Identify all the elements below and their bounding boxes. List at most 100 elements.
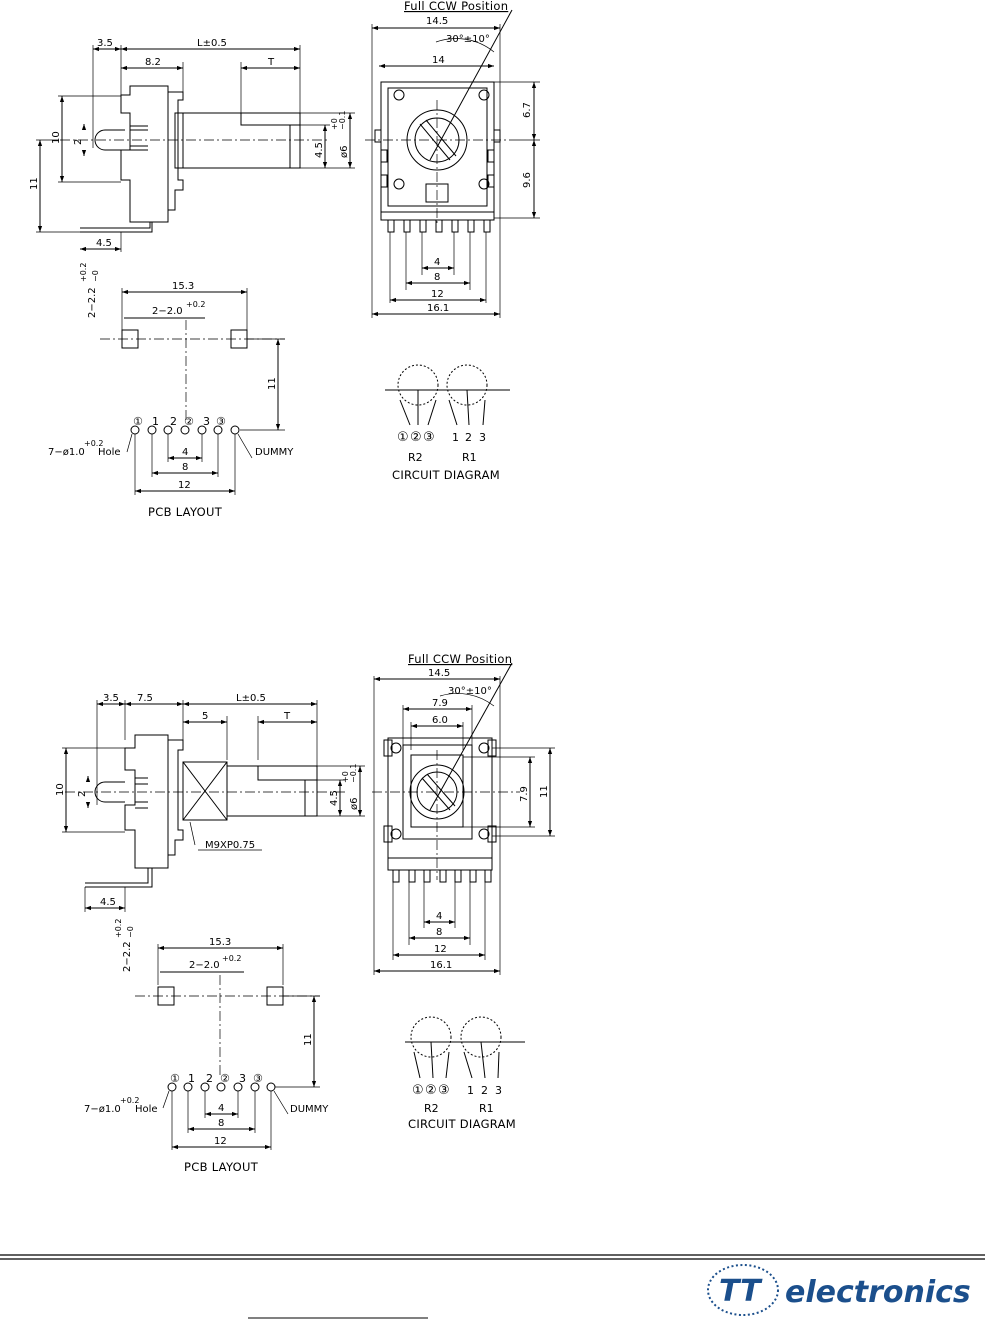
dim-7-5: 7.5 (137, 693, 153, 704)
r2-pin-1: ① (397, 430, 409, 445)
r1-label-2: R1 (479, 1102, 494, 1115)
circuit-diagram-2: ① ② ③ 1 2 3 R2 R1 CIRCUIT DIAGRAM (405, 1016, 525, 1131)
dim-4-5-shaft-2: 4.5 (329, 790, 340, 806)
tol-phi6-minus: −0.1 (338, 111, 347, 130)
r2-pin-2: ② (410, 430, 422, 445)
tt-electronics-logo: TT electronics (707, 1264, 971, 1316)
tol-phi6-plus: +0 (330, 118, 339, 130)
dim-L-2: L±0.5 (236, 693, 266, 704)
dim-5: 5 (202, 711, 208, 722)
drawing-1: 3.5 L±0.5 8.2 T (29, 0, 540, 519)
r2-pin-3-2: ③ (438, 1083, 450, 1098)
dim-4-5-bottom: 4.5 (96, 238, 112, 249)
pcb-hole-label: 7−ø1.0 (48, 447, 85, 458)
pcb-dim-4: 4 (182, 447, 188, 458)
logo-tt: TT (719, 1274, 763, 1309)
dim-3-5-2: 3.5 (103, 693, 119, 704)
dim-16-1: 16.1 (427, 303, 449, 314)
dim-10: 10 (51, 131, 62, 144)
pcb-dim-4-2: 4 (218, 1103, 224, 1114)
dim-4-front-2: 4 (436, 911, 442, 922)
angle-1: 30°±10° (446, 34, 490, 45)
pcb-title-1: PCB LAYOUT (148, 505, 223, 519)
pcb-slot-spacing-tol-plus-2: +0.2 (222, 954, 241, 963)
dim-11: 11 (29, 177, 40, 190)
pcb-slot-tol-minus-2: −0 (126, 926, 135, 938)
pcb-pin-r2-1: ① (133, 415, 143, 428)
r1-pin-1-2: 1 (467, 1084, 474, 1097)
circuit-diagram-1: ① ② ③ 1 2 3 R2 R1 CIRCUIT DIAGRAM (385, 364, 510, 482)
pcb-pin-r1-2-2: 2 (206, 1072, 213, 1085)
drawing-2: 3.5 7.5 L±0.5 5 T (55, 652, 555, 1174)
pcb-pin-r2-3: ③ (216, 415, 226, 428)
r2-label: R2 (408, 451, 423, 464)
dim-8-2: 8.2 (145, 57, 161, 68)
dim-2: 2 (73, 139, 84, 145)
dim-14-5-2: 14.5 (428, 668, 450, 679)
dim-4-front: 4 (434, 257, 440, 268)
pcb-pin-r1-3-2: 3 (239, 1072, 246, 1085)
pcb-slot-hole-2: 2−2.2 (122, 941, 133, 972)
pcb-title-2: PCB LAYOUT (184, 1160, 259, 1174)
dim-14: 14 (432, 55, 445, 66)
pcb-pin-r1-2: 2 (170, 415, 177, 428)
dim-3-5: 3.5 (97, 38, 113, 49)
logo-word: electronics (785, 1275, 971, 1310)
pcb-dim-8-2: 8 (218, 1118, 224, 1129)
r2-label-2: R2 (424, 1102, 439, 1115)
pcb-slot-tol-plus-2: +0.2 (114, 919, 123, 938)
pcb-hole-suffix-2: Hole (135, 1104, 158, 1115)
front-view-2: Full CCW Position 14.5 30°±10° 7.9 6.0 (372, 652, 555, 975)
pcb-dummy-2: DUMMY (290, 1104, 329, 1115)
dim-T-2: T (283, 711, 291, 722)
pcb-hole-tol-plus-2: +0.2 (120, 1096, 139, 1105)
pcb-pin-r2-3-2: ③ (253, 1072, 263, 1085)
angle-2: 30°±10° (448, 686, 492, 697)
pcb-pin-r1-3: 3 (203, 415, 210, 428)
pcb-pin-r2-2: ② (184, 415, 194, 428)
front-pins-1 (387, 219, 491, 233)
dim-T: T (267, 57, 275, 68)
pcb-layout-1: 2−2.2 +0.2 −0 15.3 2−2.0 +0.2 11 (48, 263, 294, 519)
r1-pin-3: 3 (479, 431, 486, 444)
dim-2-2: 2 (77, 791, 88, 797)
dim-phi6: ø6 (339, 146, 350, 158)
dim-14-5: 14.5 (426, 16, 448, 27)
pcb-dim-12: 12 (178, 480, 191, 491)
pcb-dim-15-3-2: 15.3 (209, 937, 231, 948)
front-view-1: Full CCW Position 14.5 30°±10° 14 (365, 0, 540, 318)
pcb-layout-2: 2−2.2 +0.2 −0 15.3 2−2.0 +0.2 11 (84, 919, 329, 1174)
thread-label: M9XP0.75 (205, 840, 255, 851)
dim-phi6-2: ø6 (349, 798, 360, 810)
circuit-title-1: CIRCUIT DIAGRAM (392, 468, 500, 482)
pcb-dummy: DUMMY (255, 447, 294, 458)
dim-L: L±0.5 (197, 38, 227, 49)
r2-pin-2-2: ② (425, 1083, 437, 1098)
tol-phi6-minus-2: −0.1 (349, 764, 358, 783)
pcb-pin-r2-1-2: ① (170, 1072, 180, 1085)
r1-pin-1: 1 (452, 431, 459, 444)
pcb-slot-spacing: 2−2.0 (152, 306, 183, 317)
pcb-pin-r1-1-2: 1 (188, 1072, 195, 1085)
pcb-pin-r1-1: 1 (152, 415, 159, 428)
side-view-2: 3.5 7.5 L±0.5 5 T (55, 693, 365, 912)
r2-pin-3: ③ (423, 430, 435, 445)
pcb-slot-hole: 2−2.2 (87, 287, 98, 318)
pcb-dim-15-3: 15.3 (172, 281, 194, 292)
pcb-dim-11: 11 (267, 377, 278, 390)
dim-12-front-2: 12 (434, 944, 447, 955)
pcb-dim-8: 8 (182, 462, 188, 473)
dim-11-2: 11 (539, 785, 550, 798)
ccw-label-1: Full CCW Position (404, 0, 508, 13)
pcb-slot-spacing-2: 2−2.0 (189, 960, 220, 971)
dim-7-9-top: 7.9 (432, 698, 448, 709)
dim-8-front: 8 (434, 272, 440, 283)
pcb-hole-label-2: 7−ø1.0 (84, 1104, 121, 1115)
pcb-slot-tol-minus: −0 (91, 270, 100, 282)
ccw-label-2: Full CCW Position (408, 652, 512, 666)
tol-phi6-plus-2: +0 (341, 771, 350, 783)
pcb-slot-tol-plus: +0.2 (79, 263, 88, 282)
dim-4-5-shaft: 4.5 (314, 142, 325, 158)
pcb-hole-tol-plus: +0.2 (84, 439, 103, 448)
r1-pin-2-2: 2 (481, 1084, 488, 1097)
